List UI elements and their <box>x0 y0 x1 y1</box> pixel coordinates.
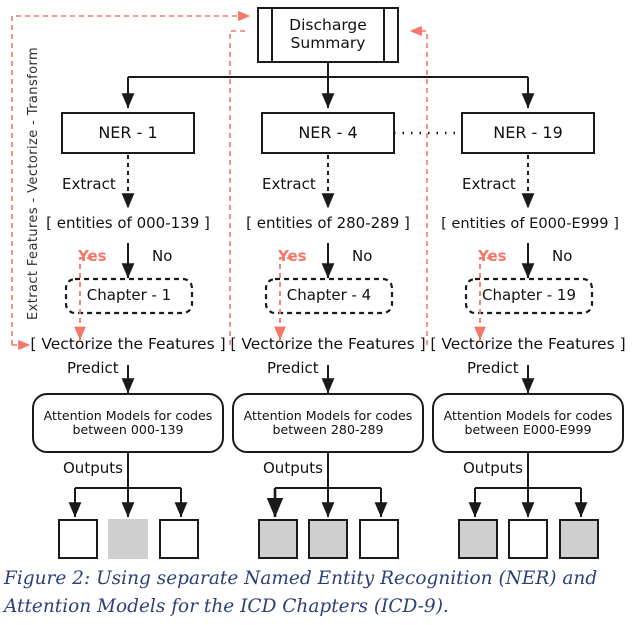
outputs-label-2: Outputs <box>263 459 323 477</box>
yes-label-2: Yes <box>278 247 307 265</box>
no-label-3: No <box>552 247 573 265</box>
outputs-connector-2 <box>266 452 388 518</box>
output-square <box>159 519 199 559</box>
attention-model-line2: between 000-139 <box>72 422 184 437</box>
attention-model-line1: Attention Models for codes <box>443 407 613 423</box>
entities-label-1: [ entities of 000-139 ] <box>46 214 210 233</box>
discharge-summary-line2: Summary <box>290 34 366 52</box>
no-label-2: No <box>352 247 373 265</box>
attention-model-line2: between 280-289 <box>272 422 384 437</box>
vectorize-label-3: [ Vectorize the Features ] <box>430 335 626 354</box>
output-square <box>58 519 98 559</box>
attention-model-line1: Attention Models for codes <box>243 407 413 423</box>
yes-route-1 <box>74 257 92 341</box>
output-square <box>308 519 348 559</box>
right-feedback-line <box>409 25 428 345</box>
attention-model-line2: between E000-E999 <box>464 422 592 437</box>
figure-caption-line1: Figure 2: Using separate Named Entity Re… <box>4 568 598 589</box>
chapter-box-1 <box>64 277 194 315</box>
outputs-label-3: Outputs <box>463 459 523 477</box>
discharge-summary-line1: Discharge <box>289 16 367 35</box>
outputs-connector-1 <box>68 452 188 518</box>
yes-route-3 <box>474 257 492 341</box>
outputs-label-1: Outputs <box>63 459 123 477</box>
yes-route-2 <box>274 257 292 341</box>
output-square <box>108 519 148 559</box>
predict-label-1: Predict <box>67 359 119 377</box>
output-square <box>258 519 298 559</box>
output-square <box>359 519 399 559</box>
ner-box-3 <box>461 112 595 154</box>
ner-fanout-bus <box>121 62 535 109</box>
output-squares <box>58 519 599 559</box>
figure-caption-line2: Attention Models for the ICD Chapters (I… <box>4 595 449 617</box>
middle-feedback-line <box>229 30 248 345</box>
chapter-box-3 <box>464 277 594 315</box>
discharge-summary-title: Discharge Summary <box>272 8 384 62</box>
yes-label-3: Yes <box>478 247 507 265</box>
discharge-summary-box <box>257 7 399 63</box>
extract-label-1: Extract <box>62 175 116 193</box>
figure-caption: Figure 2: Using separate Named Entity Re… <box>4 565 638 621</box>
attention-model-label-1: Attention Models for codes between 000-1… <box>33 394 223 452</box>
no-label-1: No <box>152 247 173 265</box>
outputs-connector-3 <box>468 452 588 518</box>
vectorize-label-1: [ Vectorize the Features ] <box>30 335 226 354</box>
pipeline-feedback-bracket <box>11 10 251 351</box>
extract-label-2: Extract <box>262 175 316 193</box>
ner-label-2: NER - 4 <box>298 122 358 142</box>
extract-label-3: Extract <box>462 175 516 193</box>
pipeline-label: Extract Features - Vectorize - Transform <box>26 46 41 320</box>
chapter-label-1: Chapter - 1 <box>86 286 172 305</box>
entities-label-2: [ entities of 280-289 ] <box>246 214 410 233</box>
output-square <box>458 519 498 559</box>
chapter-label-3: Chapter - 19 <box>481 286 576 305</box>
predict-label-2: Predict <box>267 359 319 377</box>
attention-model-label-3: Attention Models for codes between E000-… <box>433 394 623 452</box>
attention-model-line1: Attention Models for codes <box>43 407 213 423</box>
output-square <box>559 519 599 559</box>
output-square <box>508 519 548 559</box>
attention-model-label-2: Attention Models for codes between 280-2… <box>233 394 423 452</box>
chapter-label-2: Chapter - 4 <box>286 286 372 305</box>
vectorize-label-2: [ Vectorize the Features ] <box>230 335 426 354</box>
ner-label-1: NER - 1 <box>98 122 158 142</box>
entities-label-3: [ entities of E000-E999 ] <box>441 214 619 232</box>
chapter-box-2 <box>264 277 394 315</box>
predict-label-3: Predict <box>467 359 519 377</box>
ner-label-3: NER - 19 <box>493 122 563 142</box>
yes-label-1: Yes <box>78 247 107 265</box>
ner-box-1 <box>61 112 195 154</box>
